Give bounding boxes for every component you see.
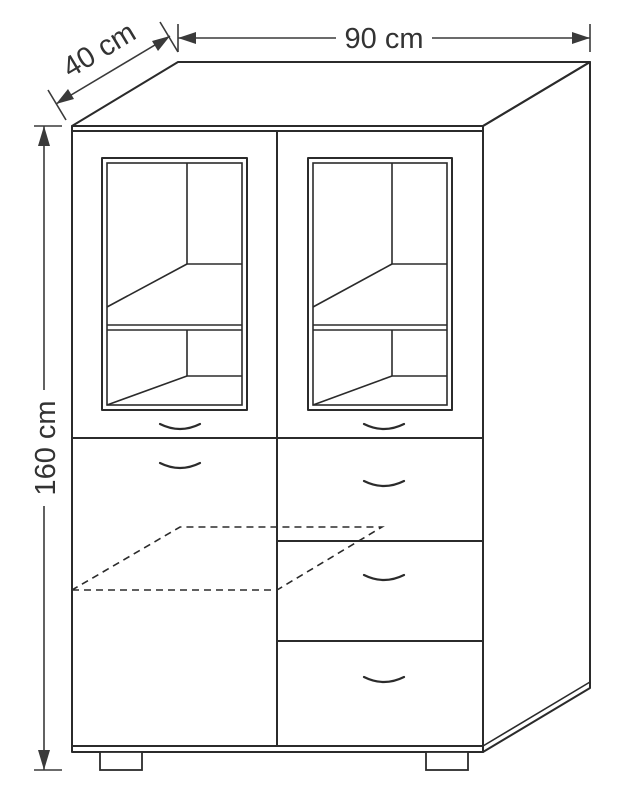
handle-drawer-middle [362, 573, 406, 582]
glass-panel-right [307, 157, 453, 411]
lower-left-door [71, 437, 385, 747]
cabinet-body [71, 61, 591, 753]
depth-ext-front [47, 89, 67, 121]
plinth-side-line [482, 681, 591, 747]
depth-arrow-front [56, 89, 74, 104]
shelf-diagonal-left-top [106, 263, 188, 308]
depth-dim-line [55, 35, 171, 105]
handle-drawer-top [362, 479, 406, 488]
drawer-bottom [276, 640, 484, 747]
height-arrow-bottom [38, 750, 50, 770]
height-dimension: 160 cm [26, 125, 62, 771]
height-label: 160 cm [30, 400, 62, 495]
width-arrow-left [178, 32, 196, 44]
foot-left [99, 751, 143, 771]
cabinet-feet [99, 751, 469, 771]
shelf-diagonal-right-top [312, 263, 393, 308]
shelf-diagonal-left-bottom [106, 375, 188, 406]
drawer-stack [276, 437, 484, 747]
foot-right [425, 751, 469, 771]
width-arrow-right [572, 32, 590, 44]
width-dimension: 90 cm [177, 20, 591, 55]
hidden-shelf-dashed [71, 526, 385, 591]
cabinet-side-face [482, 61, 591, 753]
depth-arrow-back [152, 36, 170, 51]
depth-dimension: 40 cm [47, 16, 179, 121]
door-lower-left [71, 437, 278, 747]
glass-panel-left [101, 157, 248, 411]
depth-label: 40 cm [57, 16, 141, 84]
width-label: 90 cm [345, 23, 424, 55]
drawer-middle [276, 540, 484, 642]
drawer-top [276, 437, 484, 542]
handle-glass-left [158, 422, 202, 431]
glass-inner-left [106, 162, 243, 406]
cabinet-top-surface [71, 61, 591, 127]
handle-glass-right [362, 422, 406, 431]
shelf-diagonal-right-bottom [312, 375, 393, 406]
handle-lower-left-door [158, 461, 202, 470]
upper-glass-doors [71, 130, 484, 439]
height-arrow-top [38, 126, 50, 146]
glass-inner-right [312, 162, 448, 406]
handle-drawer-bottom [362, 675, 406, 684]
